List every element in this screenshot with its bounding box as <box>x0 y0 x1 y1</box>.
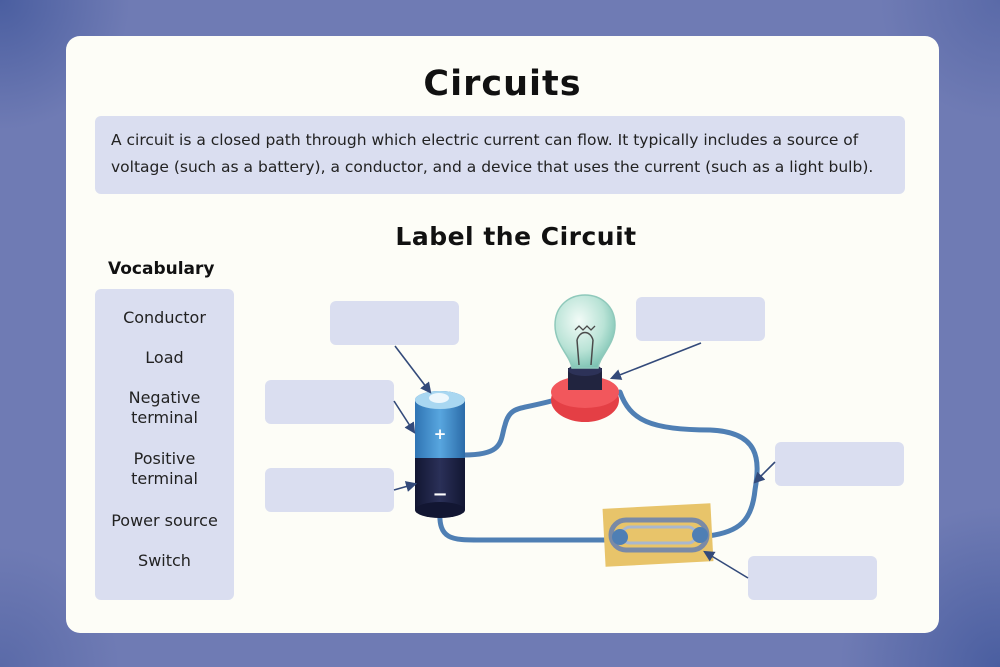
wire <box>437 389 760 543</box>
vocab-item: Negative terminal <box>128 388 201 427</box>
battery-minus-label: − <box>432 484 447 505</box>
light-bulb-icon <box>551 294 619 422</box>
vocab-item: Positive terminal <box>131 449 198 488</box>
page-title: Circuits <box>423 64 582 104</box>
battery-plus-label: + <box>434 425 447 443</box>
pointer-arrows <box>393 342 776 579</box>
worksheet-card: Circuits A circuit is a closed path thro… <box>66 36 939 633</box>
vocabulary-title: Vocabulary <box>108 259 215 279</box>
vocab-item: Conductor <box>123 308 206 327</box>
vocab-item: Power source <box>111 511 218 530</box>
vocab-item: Switch <box>138 551 191 570</box>
label-box-switch[interactable] <box>748 556 877 600</box>
label-box-bulb[interactable] <box>636 297 765 341</box>
switch-icon <box>602 503 714 567</box>
intro-text: A circuit is a closed path through which… <box>95 116 905 194</box>
battery-icon: + − <box>415 391 465 518</box>
label-box-wire[interactable] <box>775 442 904 486</box>
section-title: Label the Circuit <box>395 222 637 251</box>
label-box-battery-positive[interactable] <box>265 380 394 424</box>
vocabulary-list: Conductor Load Negative terminal Positiv… <box>95 289 234 600</box>
label-box-battery-negative[interactable] <box>265 468 394 512</box>
vocab-item: Load <box>145 348 184 367</box>
label-box-battery-top[interactable] <box>330 301 459 345</box>
